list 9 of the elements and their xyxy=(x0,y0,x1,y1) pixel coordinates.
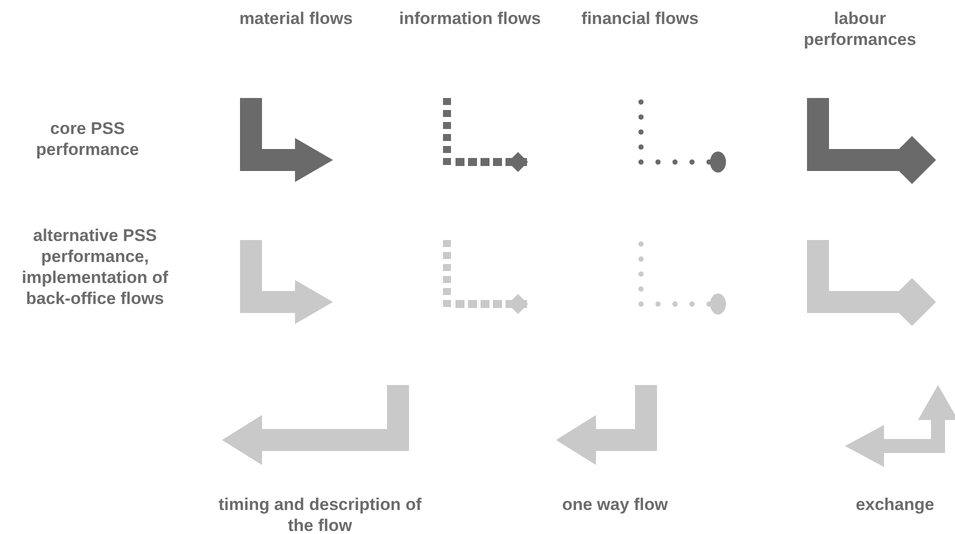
heading-label: core PSS performance xyxy=(35,118,140,160)
legend-label: one way flow xyxy=(561,494,669,515)
heading-label: labour performances xyxy=(802,8,918,50)
legend-label: exchange xyxy=(854,494,936,515)
heading-label: information flows xyxy=(398,8,542,29)
heading-label: alternative PSS performance, implementation of back-office flows xyxy=(20,225,170,309)
heading-label: financial flows xyxy=(580,8,700,29)
legend-label: timing and description of the flow xyxy=(217,494,423,534)
heading-label: material flows xyxy=(238,8,354,29)
